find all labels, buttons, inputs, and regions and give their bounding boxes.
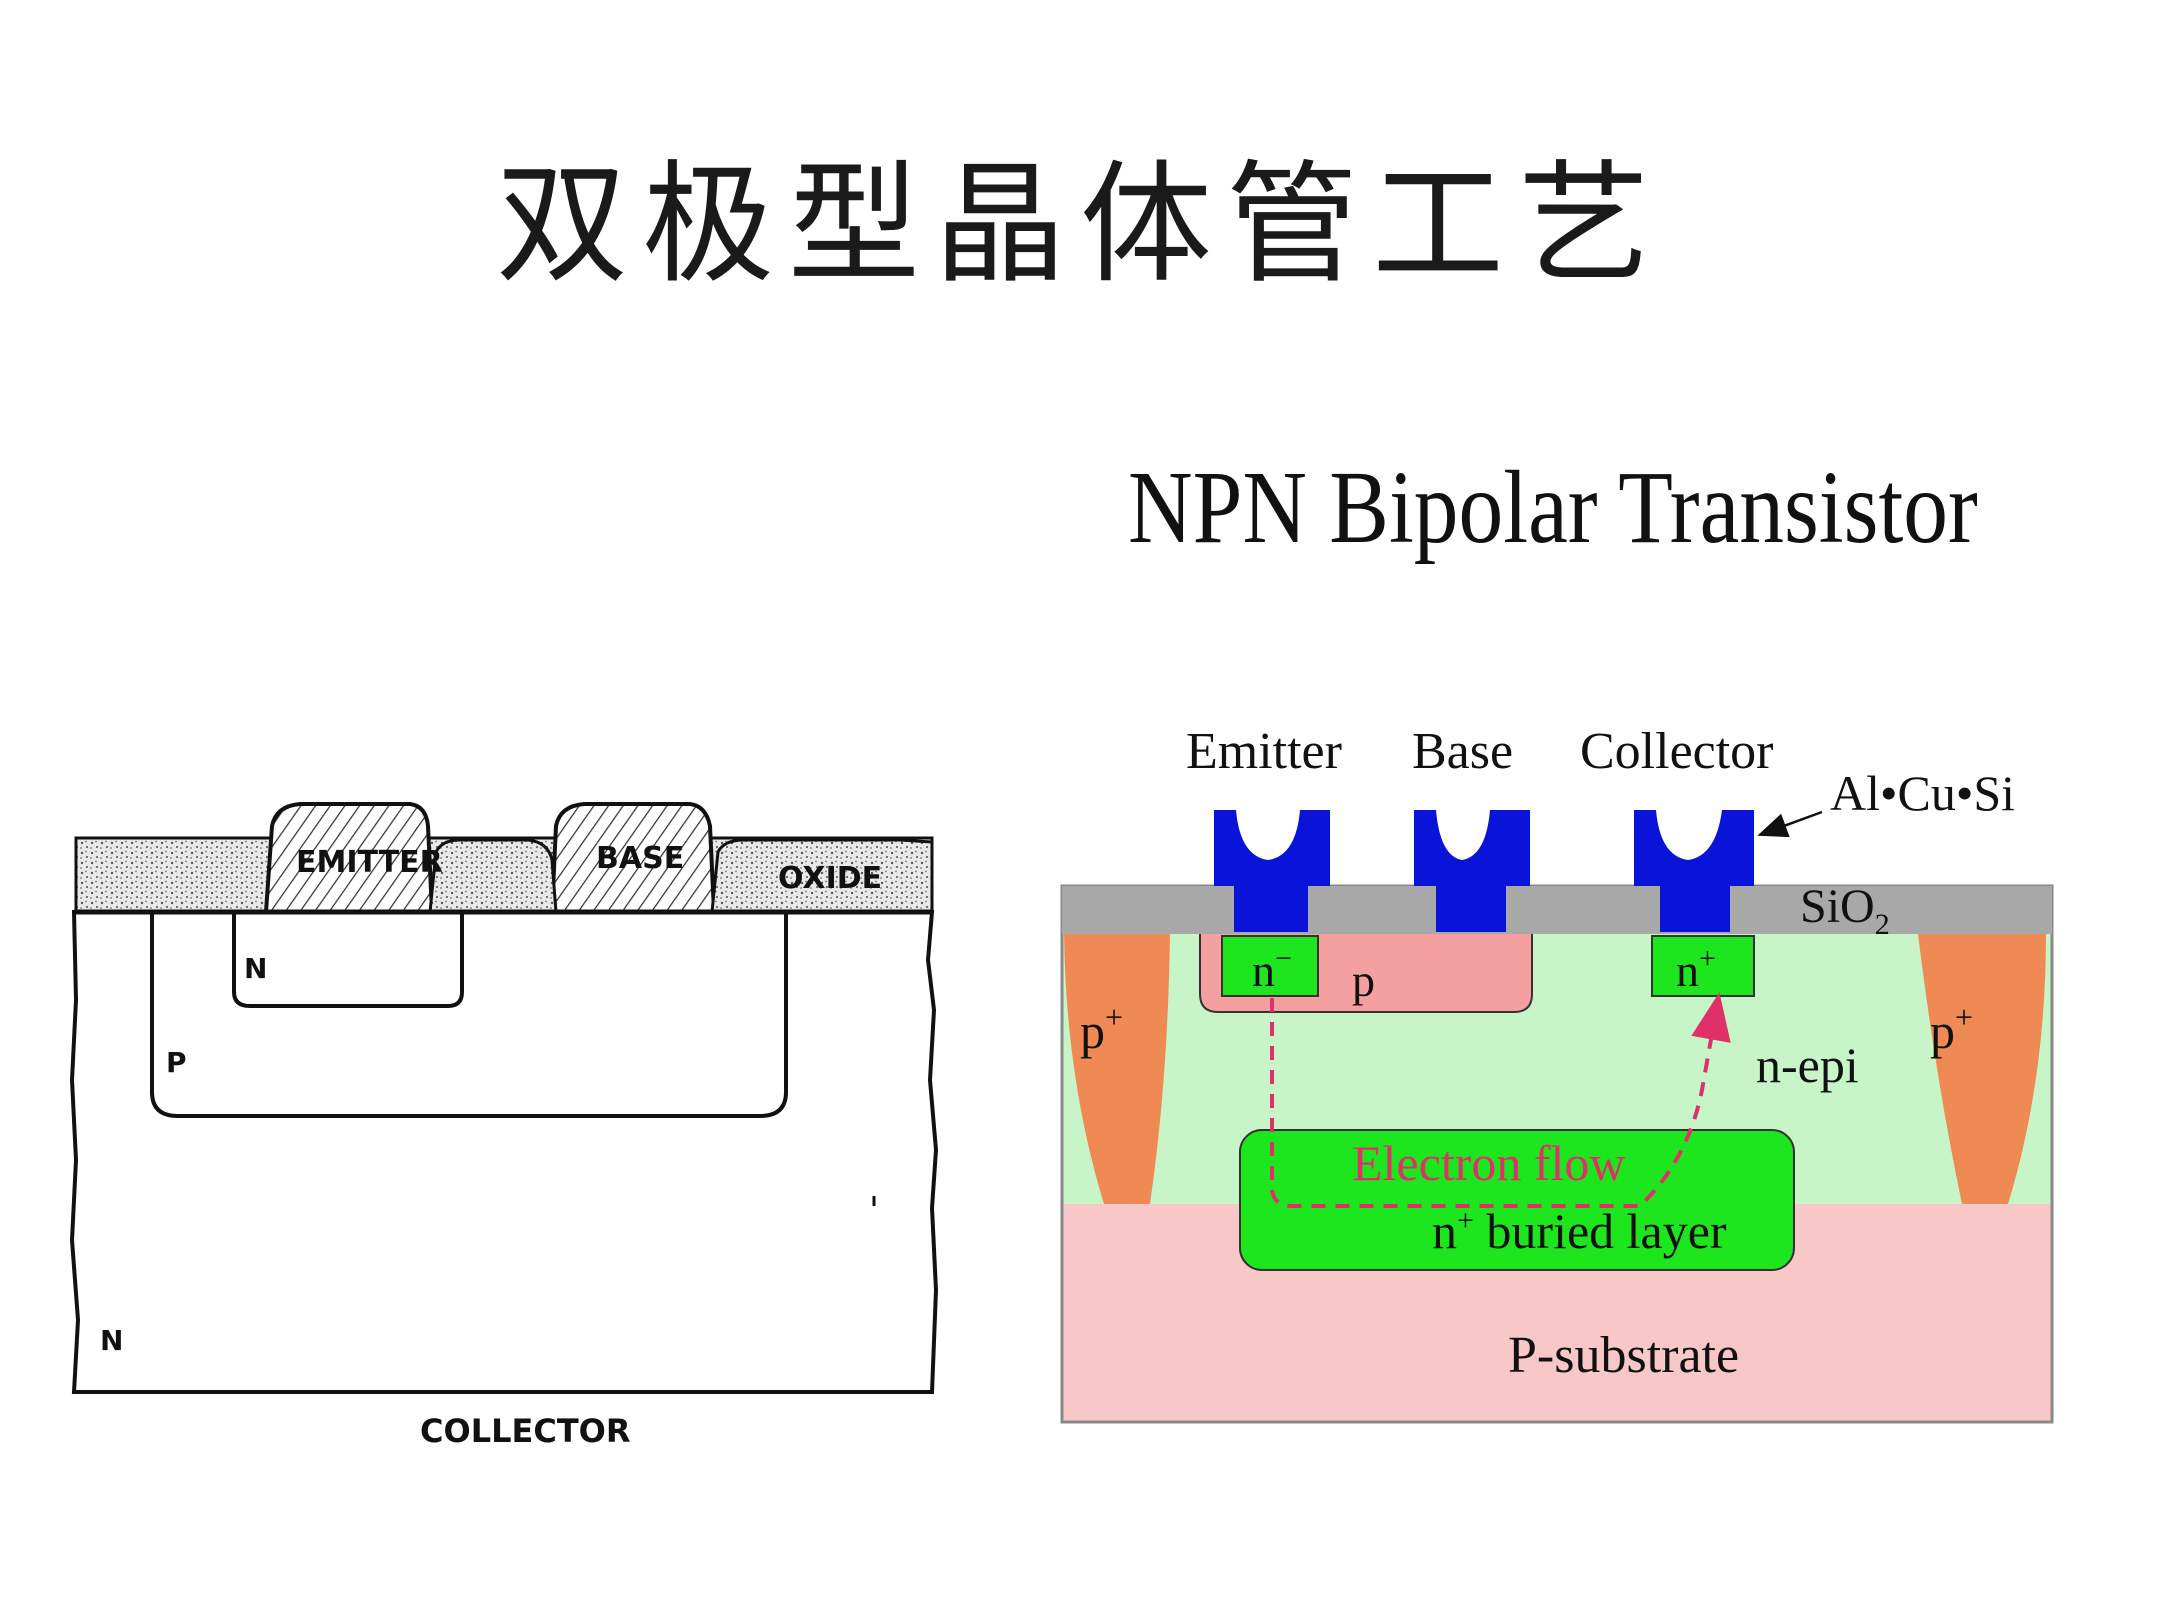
n-collector-region [69, 910, 939, 1394]
p-base-region [150, 912, 788, 1118]
oxide-label: OXIDE [778, 861, 882, 896]
n-plus-buried-layer [1239, 1129, 1795, 1271]
slide-title: 双极型晶体管工艺 [496, 148, 1664, 302]
base-terminal-label: Base [1412, 723, 1513, 780]
left-bjt-cross-section: EMITTER BASE OXIDE N P N COLLECTOR [69, 802, 939, 1450]
collector-terminal-label: Collector [1580, 723, 1774, 780]
n-minus-emitter [1221, 935, 1319, 997]
p-plus-right-label: p+ [1930, 999, 1973, 1059]
p-substrate-label: P-substrate [1508, 1327, 1739, 1384]
buried-layer-label: n+ buried layer [1432, 1203, 1727, 1259]
metal-label: Al•Cu•Si [1830, 765, 2015, 821]
n-emitter-label: N [244, 952, 267, 985]
emitter-terminal-label: Emitter [1186, 723, 1342, 780]
p-plus-isolation-right [1918, 934, 2046, 1204]
n-plus-label: n+ [1676, 942, 1716, 996]
base-metal-contact [1414, 810, 1530, 932]
sio2-oxide-layer [1062, 886, 2052, 934]
sio2-label: SiO2 [1800, 880, 1890, 941]
emitter-contact [263, 802, 435, 914]
electron-flow-path [1270, 992, 1731, 1208]
p-plus-left-label: p+ [1080, 999, 1123, 1059]
n-plus-collector-contact [1651, 935, 1755, 997]
collector-label: COLLECTOR [420, 1412, 630, 1450]
right-npn-cross-section: Emitter Base Collector Al•Cu•Si SiO2 n− … [1060, 723, 2054, 1424]
emitter-metal-contact [1214, 810, 1330, 932]
p-plus-isolation-left [1064, 934, 1170, 1204]
electron-flow-label: Electron flow [1352, 1135, 1626, 1191]
n-minus-label: n− [1252, 942, 1292, 996]
p-base-label-right: p [1352, 955, 1375, 1006]
n-collector-label: N [100, 1324, 123, 1357]
base-contact [549, 802, 717, 914]
emitter-label: EMITTER [296, 845, 443, 880]
collector-metal-contact [1634, 810, 1754, 932]
metal-pointer-arrow [1757, 810, 1823, 838]
base-label: BASE [596, 841, 684, 876]
n-emitter-region [232, 912, 464, 1008]
n-epi-label: n-epi [1756, 1037, 1859, 1093]
npn-diagram-title: NPN Bipolar Transistor [1128, 450, 1978, 565]
p-base-label: P [166, 1046, 187, 1079]
